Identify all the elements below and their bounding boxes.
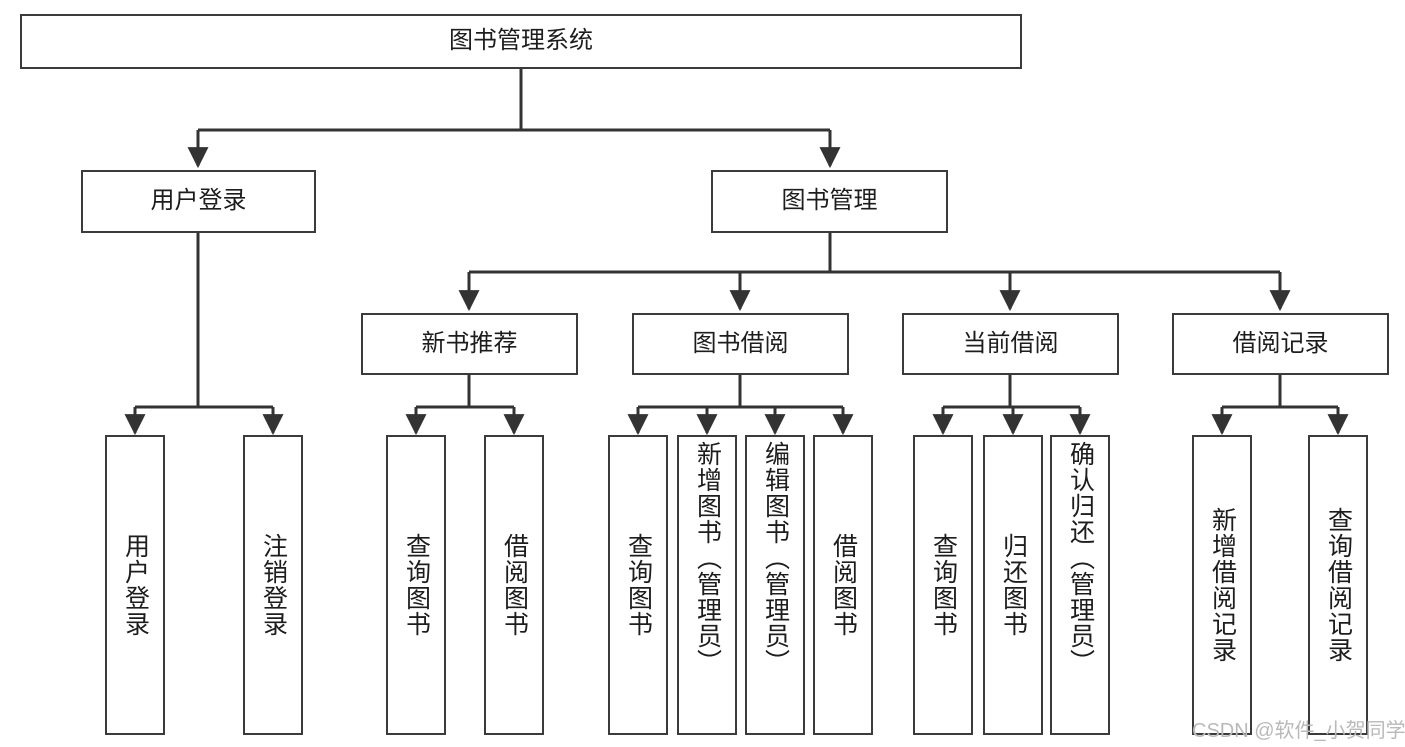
- node-book-borrow-label: 图书借阅: [692, 329, 789, 357]
- node-book-management-label: 图书管理: [781, 187, 878, 215]
- leaf-edit-book-admin-label: 编辑图书（管理员）: [761, 441, 790, 675]
- leaf-confirm-return-admin-label: 确认归还（管理员）: [1066, 441, 1095, 675]
- leaf-query-book-newbook-label: 查询图书: [402, 533, 431, 637]
- leaf-add-book-admin-label: 新增图书（管理员）: [693, 441, 722, 675]
- node-book-borrow[interactable]: 图书借阅: [632, 313, 849, 375]
- leaf-user-login-label: 用户登录: [121, 533, 150, 637]
- leaf-borrow-book-borrow[interactable]: 借阅图书: [813, 435, 873, 735]
- node-borrow-records-label: 借阅记录: [1232, 329, 1329, 357]
- leaf-add-borrow-record-label: 新增借阅记录: [1208, 507, 1237, 663]
- leaf-query-book-borrow-label: 查询图书: [624, 533, 653, 637]
- node-new-book-recommend-label: 新书推荐: [421, 329, 518, 357]
- node-new-book-recommend[interactable]: 新书推荐: [361, 313, 578, 375]
- node-borrow-records[interactable]: 借阅记录: [1172, 313, 1389, 375]
- leaf-return-book[interactable]: 归还图书: [983, 435, 1043, 735]
- leaf-query-book-newbook[interactable]: 查询图书: [386, 435, 446, 735]
- leaf-query-book-current-label: 查询图书: [929, 533, 958, 637]
- leaf-confirm-return-admin[interactable]: 确认归还（管理员）: [1050, 435, 1110, 735]
- node-user-login-label: 用户登录: [150, 187, 247, 215]
- leaf-query-book-borrow[interactable]: 查询图书: [608, 435, 668, 735]
- leaf-add-borrow-record[interactable]: 新增借阅记录: [1192, 435, 1252, 735]
- leaf-logout[interactable]: 注销登录: [243, 435, 303, 735]
- leaf-return-book-label: 归还图书: [999, 533, 1028, 637]
- leaf-edit-book-admin[interactable]: 编辑图书（管理员）: [745, 435, 805, 735]
- node-user-login[interactable]: 用户登录: [81, 170, 316, 233]
- node-root[interactable]: 图书管理系统: [20, 14, 1022, 69]
- leaf-borrow-book-newbook[interactable]: 借阅图书: [484, 435, 544, 735]
- leaf-logout-label: 注销登录: [259, 533, 288, 637]
- node-book-management[interactable]: 图书管理: [711, 170, 948, 233]
- node-current-borrow[interactable]: 当前借阅: [902, 313, 1119, 375]
- leaf-user-login[interactable]: 用户登录: [105, 435, 165, 735]
- leaf-query-borrow-record-label: 查询借阅记录: [1324, 507, 1353, 663]
- leaf-borrow-book-borrow-label: 借阅图书: [829, 533, 858, 637]
- leaf-add-book-admin[interactable]: 新增图书（管理员）: [677, 435, 737, 735]
- leaf-query-borrow-record[interactable]: 查询借阅记录: [1308, 435, 1368, 735]
- leaf-query-book-current[interactable]: 查询图书: [913, 435, 973, 735]
- node-current-borrow-label: 当前借阅: [962, 329, 1059, 357]
- node-root-label: 图书管理系统: [449, 27, 593, 55]
- watermark: CSDN @软件_小贺同学: [1192, 720, 1405, 742]
- leaf-borrow-book-newbook-label: 借阅图书: [500, 533, 529, 637]
